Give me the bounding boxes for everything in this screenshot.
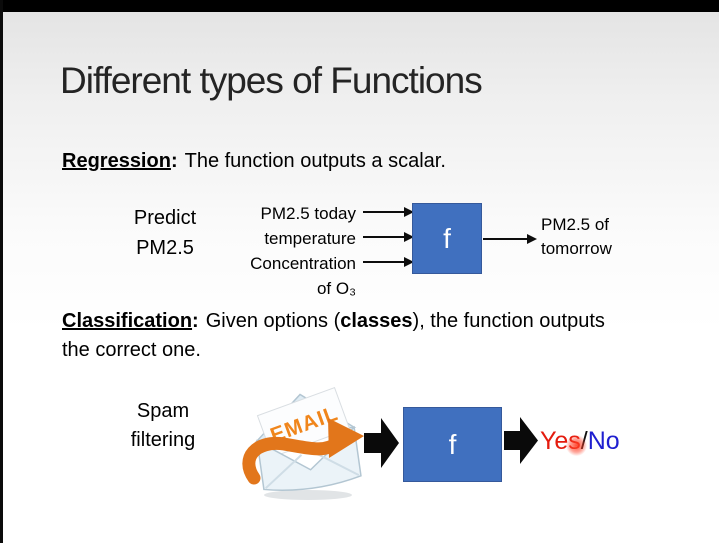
regression-heading: Regression (62, 150, 171, 172)
output-label-line1: PM2.5 of (541, 215, 610, 234)
classification-description-line2: the correct one. (62, 339, 201, 361)
predict-label-line1: Predict (133, 207, 197, 229)
regression-output-label: PM2.5 of tomorrow (541, 213, 612, 261)
block-arrow-icon (504, 417, 538, 464)
classification-example-label: Spam filtering (108, 397, 218, 455)
function-box-regression: f (412, 203, 482, 274)
regression-inputs: PM2.5 today temperature Concentration of… (195, 201, 356, 301)
input-label-of-o3: of O₃ (316, 279, 356, 298)
envelope-pocket (256, 425, 362, 491)
laser-pointer-dot (566, 435, 587, 456)
regression-example-label: Predict PM2.5 (110, 203, 220, 263)
output-label-line2: tomorrow (541, 239, 612, 258)
spam-label-line2: filtering (130, 429, 196, 451)
classification-description-pre: Given options ( (205, 310, 341, 332)
swoosh-arrow-head (328, 418, 364, 458)
envelope-folds (265, 452, 360, 489)
classification-heading-colon: : (192, 310, 199, 332)
block-arrow-icon (364, 418, 399, 468)
output-arrow-icon (483, 234, 537, 244)
input-arrow-icon (363, 207, 414, 217)
email-shadow (264, 490, 352, 500)
input-arrow-icon (363, 257, 414, 267)
letterbox-top (0, 0, 719, 12)
function-symbol: f (443, 222, 451, 254)
classification-heading: Classification (62, 310, 193, 332)
letterbox-left (0, 0, 3, 543)
slide-title: Different types of Functions (60, 60, 483, 101)
regression-description: The function outputs a scalar. (184, 150, 446, 172)
function-box-classification: f (403, 407, 502, 482)
swoosh-arrow-tail (242, 436, 344, 485)
classification-description-post: ), the function outputs (412, 310, 605, 332)
spam-label-line1: Spam (136, 400, 190, 422)
email-icon: EMAIL (242, 386, 364, 500)
input-label-pm25-today: PM2.5 today (260, 204, 356, 223)
input-arrow-icon (363, 232, 414, 242)
classification-heading-line: Classification: Given options (classes), … (62, 310, 605, 333)
classification-classes-bold: classes (340, 310, 413, 332)
predict-label-line2: PM2.5 (136, 237, 194, 259)
no-label: No (587, 427, 620, 455)
classification-output-label: Yes/No (540, 427, 620, 456)
function-symbol: f (448, 428, 457, 460)
input-label-temperature: temperature (264, 229, 356, 248)
regression-heading-colon: : (170, 150, 178, 172)
input-label-concentration: Concentration (250, 254, 356, 273)
regression-heading-line: Regression: The function outputs a scalar… (62, 150, 446, 173)
slide-background (3, 12, 719, 543)
